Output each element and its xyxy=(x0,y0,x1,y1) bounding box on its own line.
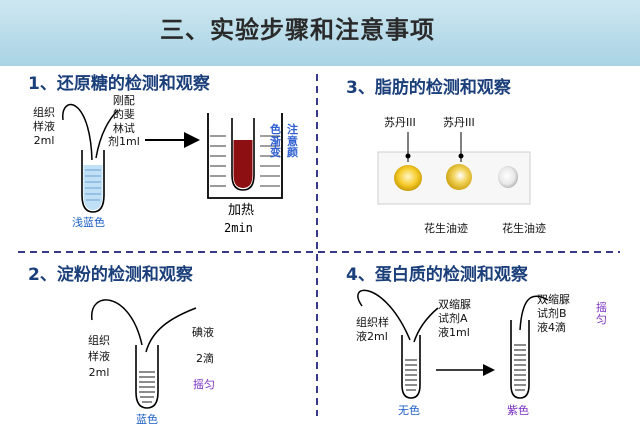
reagent-a-dropper-line xyxy=(413,307,439,343)
biuret-b-label: 双缩脲 试剂B 液4滴 xyxy=(537,293,570,334)
note-attention: 注 意 颜 xyxy=(287,123,298,160)
result-purple: 紫色 xyxy=(507,404,529,417)
section-heading-reducing-sugar: 1、还原糖的检测和观察 xyxy=(28,74,210,94)
protein-figure xyxy=(357,289,549,399)
fehling-reagent-label: 刚配 的斐 林试 剂1ml xyxy=(108,94,140,149)
light-blue-liquid xyxy=(83,165,103,210)
test-tube-4 xyxy=(510,320,530,399)
oil-spot-3 xyxy=(498,166,518,188)
sample-label-1: 组织 样液 2ml xyxy=(33,106,55,147)
reagent-dropper-line xyxy=(95,109,119,159)
result-light-blue: 浅蓝色 xyxy=(72,216,105,229)
oil-spot-1 xyxy=(394,165,422,191)
title-band xyxy=(0,0,640,66)
biuret-a-label: 双缩脲 试剂A 液1ml xyxy=(438,298,471,339)
note-color-change: 色 渐 变 xyxy=(270,123,281,160)
section-heading-starch: 2、淀粉的检测和观察 xyxy=(28,265,193,285)
page-title: 三、实验步骤和注意事项 xyxy=(160,15,435,44)
sample-dropper-line-2 xyxy=(91,299,143,346)
oil-spot-2 xyxy=(446,164,472,190)
reducing-sugar-figure xyxy=(62,103,283,213)
heat-time-label: 2min xyxy=(224,221,253,235)
peanut-oil-label-1: 花生油迹 xyxy=(424,222,468,235)
heat-label: 加热 xyxy=(228,203,255,218)
fat-figure xyxy=(377,132,531,205)
test-tube-1 xyxy=(81,150,105,213)
iodine-label: 碘液 xyxy=(192,326,214,339)
sample-dropper-line-3 xyxy=(357,289,411,341)
drops-label: 2滴 xyxy=(196,352,214,365)
result-colorless: 无色 xyxy=(398,404,420,417)
section-heading-protein: 4、蛋白质的检测和观察 xyxy=(346,265,528,285)
shake-label-2: 摇 匀 xyxy=(596,301,607,327)
sudan-label-2: 苏丹III xyxy=(443,116,475,129)
result-blue: 蓝色 xyxy=(136,413,158,426)
sudan-label-1: 苏丹III xyxy=(384,116,416,129)
test-tube-3 xyxy=(401,335,421,399)
water-bath-beaker xyxy=(207,113,283,199)
shake-label-1: 摇匀 xyxy=(193,378,215,391)
test-tube-2 xyxy=(135,345,159,409)
brick-red-liquid xyxy=(233,140,253,188)
peanut-oil-label-2: 花生油迹 xyxy=(502,222,546,235)
section-heading-fat: 3、脂肪的检测和观察 xyxy=(346,78,511,98)
sample-dropper-line xyxy=(62,103,93,161)
starch-figure xyxy=(91,299,197,409)
sample-label-2: 组织 样液 2ml xyxy=(88,334,110,379)
test-tube-heated xyxy=(231,118,255,191)
reagent-b-dropper-line xyxy=(519,295,549,331)
sample-label-3: 组织样 液2ml xyxy=(356,316,389,343)
iodine-dropper-line xyxy=(145,307,197,353)
